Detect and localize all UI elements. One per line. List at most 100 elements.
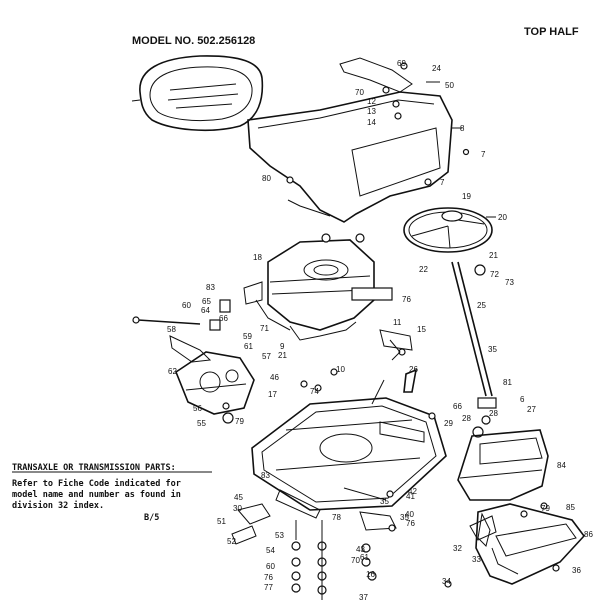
callout-number: 7 [440, 178, 445, 187]
callout-number: 60 [182, 301, 191, 310]
callout-number: 34 [442, 577, 451, 586]
callout-number: 66 [219, 314, 228, 323]
transaxle-note: TRANSAXLE OR TRANSMISSION PARTS: Refer t… [12, 463, 212, 523]
engine-part [243, 233, 393, 341]
hood-part [457, 429, 549, 501]
callout-number: 73 [505, 278, 514, 287]
steering-shaft-part [451, 261, 497, 438]
callout-number: 56 [193, 404, 202, 413]
lower-hardware-part [231, 490, 560, 600]
callout-number: 10 [336, 365, 345, 374]
callout-number: 27 [527, 405, 536, 414]
transaxle-housing-part [175, 351, 255, 424]
callout-number: 61 [360, 553, 369, 562]
frame-part [251, 397, 447, 519]
callout-number: 76 [406, 519, 415, 528]
callout-number: 26 [409, 365, 418, 374]
callout-number: 24 [432, 64, 441, 73]
callout-number: 86 [584, 530, 593, 539]
section-label: TOP HALF [524, 26, 579, 38]
steering-wheel-part [403, 207, 496, 253]
callout-number: 71 [260, 324, 269, 333]
callout-number: 25 [477, 301, 486, 310]
callout-number: 15 [417, 325, 426, 334]
callout-number: 76 [402, 295, 411, 304]
callout-number: 59 [243, 332, 252, 341]
callout-number: 33 [472, 555, 481, 564]
callout-number: 66 [453, 402, 462, 411]
callout-number: 70 [355, 88, 364, 97]
callout-number: 70 [351, 556, 360, 565]
callout-number: 18 [253, 253, 262, 262]
callout-number: 32 [453, 544, 462, 553]
callout-number: 43 [356, 545, 365, 554]
callout-number: 79 [235, 417, 244, 426]
callout-number: 9 [280, 342, 285, 351]
callout-number: 61 [244, 342, 253, 351]
model-number-title: MODEL NO. 502.256128 [132, 35, 255, 47]
callout-number: 40 [405, 510, 414, 519]
callout-number: 50 [445, 81, 454, 90]
callout-number: 8 [460, 124, 465, 133]
callout-number: 72 [490, 270, 499, 279]
callout-number: 19 [462, 192, 471, 201]
callout-number: 17 [268, 390, 277, 399]
callout-number: 35 [380, 497, 389, 506]
callout-number: 16 [366, 570, 375, 579]
callout-number: 60 [266, 562, 275, 571]
callout-number: 58 [167, 325, 176, 334]
callout-number: 41 [406, 492, 415, 501]
callout-number: 85 [566, 503, 575, 512]
callout-number: 65 [202, 297, 211, 306]
callout-number: 76 [264, 573, 273, 582]
callout-number: 37 [359, 593, 368, 602]
callout-number: 14 [367, 118, 376, 127]
pedal-rods-part [300, 329, 436, 420]
seat-part [131, 55, 264, 132]
callout-number: 64 [201, 306, 210, 315]
callout-number: 35 [488, 345, 497, 354]
callout-number: 69 [397, 59, 406, 68]
note-line-3: division 32 index. [12, 500, 104, 511]
callout-number: 53 [275, 531, 284, 540]
callout-number: 46 [270, 373, 279, 382]
callout-number: 51 [217, 517, 226, 526]
fender-part [247, 91, 462, 223]
callout-number: 13 [367, 107, 376, 116]
callout-number: 52 [227, 537, 236, 546]
callout-number: 35 [400, 513, 409, 522]
callout-number: 11 [393, 318, 402, 327]
callout-number: 28 [462, 414, 471, 423]
callout-number: 28 [489, 409, 498, 418]
callout-number: 42 [408, 487, 417, 496]
callout-number: 62 [168, 367, 177, 376]
callout-number: 12 [367, 97, 376, 106]
callout-number: 29 [444, 419, 453, 428]
page-reference: B/5 [144, 513, 159, 523]
callout-number: 21 [489, 251, 498, 260]
note-line-2: model name and number as found in [12, 489, 181, 500]
callout-number: 83 [206, 283, 215, 292]
callout-number: 7 [481, 150, 486, 159]
callout-number: 20 [498, 213, 507, 222]
callout-number: 80 [262, 174, 271, 183]
note-line-1: Refer to Fiche Code indicated for [12, 478, 181, 489]
callout-number: 22 [419, 265, 428, 274]
callout-number: 83 [261, 471, 270, 480]
callout-number: 74 [310, 387, 319, 396]
note-heading: TRANSAXLE OR TRANSMISSION PARTS: [12, 463, 176, 473]
callout-number: 79 [541, 504, 550, 513]
callout-number: 36 [572, 566, 581, 575]
shift-linkage-part [132, 299, 231, 363]
callout-number: 55 [197, 419, 206, 428]
upper-bracket-part [286, 57, 470, 186]
callout-number: 78 [332, 513, 341, 522]
callout-number: 81 [503, 378, 512, 387]
callout-number: 77 [264, 583, 273, 592]
callout-number: 84 [557, 461, 566, 470]
callout-number: 6 [520, 395, 525, 404]
callout-number: 45 [234, 493, 243, 502]
